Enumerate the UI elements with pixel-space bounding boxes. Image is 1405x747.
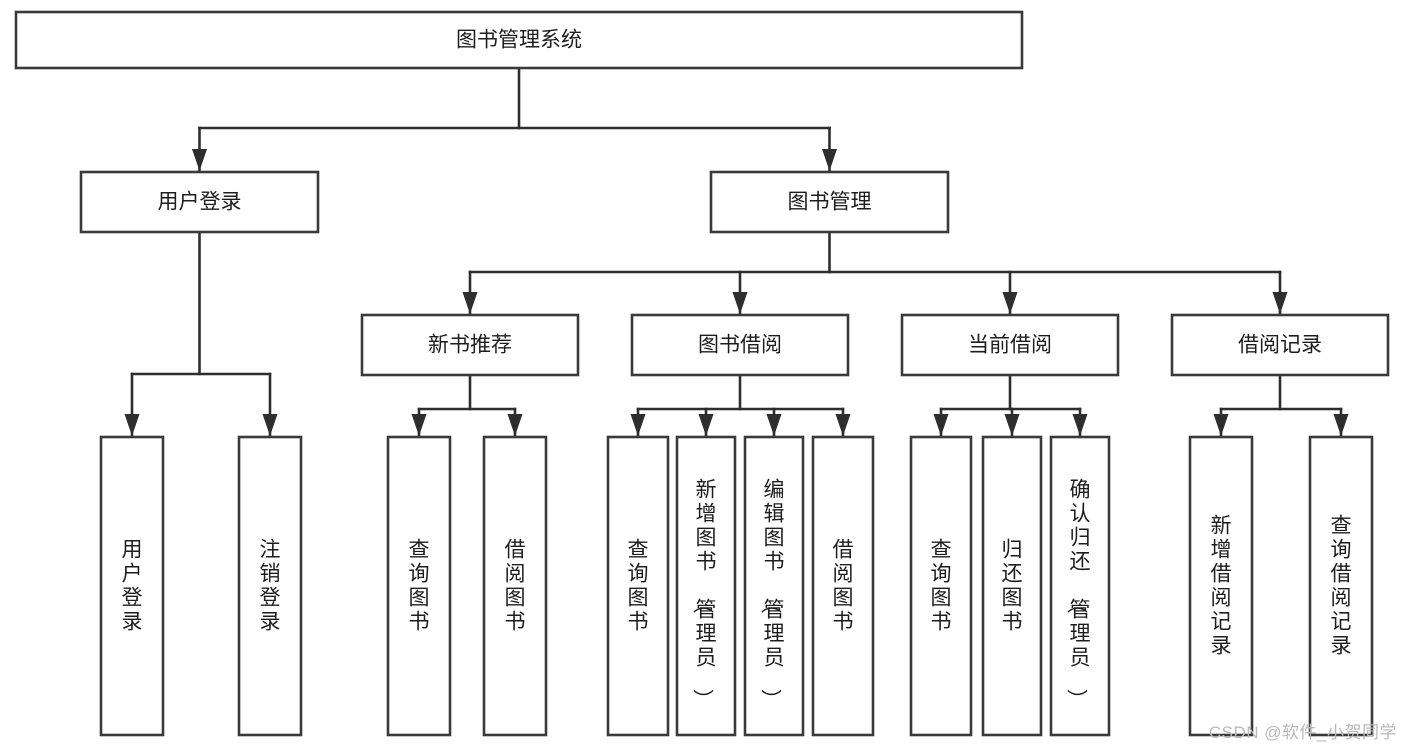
l3-新书推荐-to-leaves-arrow-1 [507,414,523,436]
mgmt-to-level3-arrow-3 [1272,292,1288,314]
l3-借阅记录-to-leaves-arrow-0 [1213,414,1229,436]
node-box [909,435,973,737]
l3-借阅记录-to-leaves-arrow-1 [1333,414,1349,436]
node-box [1049,435,1111,737]
node-label: 借阅图书 [833,539,854,634]
node-box [1308,435,1374,737]
node-box [99,435,165,737]
node-root-图书管理系统-0[interactable]: 图书管理系统 [14,10,1024,70]
node-leaf-查询借阅记录-12[interactable]: 查询借阅记录 [1308,435,1374,737]
node-label: 用户登录 [122,539,143,634]
node-leaf-编辑图书管理员-6[interactable]: 编辑图书（管理员） [743,435,805,737]
node-box [386,435,452,737]
node-label: 查询借阅记录 [1331,515,1352,658]
node-label: 用户登录 [158,191,242,214]
node-box [900,313,1120,377]
node-box [606,435,670,737]
node-box [709,170,950,234]
node-label: 新书推荐 [428,334,512,357]
node-label: 编辑图书（管理员） [759,479,785,710]
node-label: 借阅图书 [505,539,526,634]
l3-当前借阅-to-leaves-arrow-0 [933,414,949,436]
node-label: 借阅记录 [1238,334,1322,357]
node-label: 注销登录 [260,539,281,634]
node-box [360,313,580,377]
login-to-leaves-arrow-0 [124,414,140,436]
node-box [1170,313,1390,377]
node-box [79,170,320,234]
node-leaf-借阅图书-3[interactable]: 借阅图书 [482,435,548,737]
node-l2-图书管理-1[interactable]: 图书管理 [709,170,950,234]
node-box [14,10,1024,70]
node-label: 图书借阅 [698,334,782,357]
l3-当前借阅-to-leaves-arrow-1 [1004,414,1020,436]
node-label: 归还图书 [1002,539,1023,634]
l3-新书推荐-to-leaves-arrow-0 [411,414,427,436]
l3-图书借阅-to-leaves-arrow-0 [630,414,646,436]
csdn-watermark: CSDN @软件_小贺同学 [1208,723,1397,742]
node-box [743,435,805,737]
node-leaf-新增图书管理员-5[interactable]: 新增图书（管理员） [675,435,737,737]
mgmt-to-level3-arrow-1 [732,292,748,314]
root-to-level2-arrow-1 [822,149,837,171]
node-label: 图书管理 [788,191,872,214]
node-label: 确认归还（管理员） [1065,479,1091,710]
l3-图书借阅-to-leaves-arrow-3 [835,414,851,436]
node-leaf-用户登录-0[interactable]: 用户登录 [99,435,165,737]
mgmt-to-level3-arrow-0 [462,292,478,314]
node-leaf-查询图书-4[interactable]: 查询图书 [606,435,670,737]
l3-图书借阅-to-leaves-arrow-2 [766,414,782,436]
node-label: 当前借阅 [968,334,1052,357]
node-label: 查询图书 [409,539,430,634]
node-box [981,435,1043,737]
node-leaf-查询图书-2[interactable]: 查询图书 [386,435,452,737]
node-label: 新增图书（管理员） [691,479,717,710]
node-label: 查询图书 [931,539,952,634]
node-leaf-确认归还管理员-10[interactable]: 确认归还（管理员） [1049,435,1111,737]
node-l2-用户登录-0[interactable]: 用户登录 [79,170,320,234]
node-leaf-借阅图书-7[interactable]: 借阅图书 [811,435,875,737]
node-leaf-查询图书-8[interactable]: 查询图书 [909,435,973,737]
node-box [675,435,737,737]
node-l3-借阅记录-3[interactable]: 借阅记录 [1170,313,1390,377]
l3-当前借阅-to-leaves-arrow-2 [1072,414,1088,436]
node-box [237,435,303,737]
login-to-leaves-arrow-1 [262,414,278,436]
node-leaf-注销登录-1[interactable]: 注销登录 [237,435,303,737]
node-box [1188,435,1254,737]
node-box [482,435,548,737]
root-to-level2-arrow-0 [192,149,207,171]
node-l3-当前借阅-2[interactable]: 当前借阅 [900,313,1120,377]
node-label: 图书管理系统 [456,29,582,52]
node-leaf-归还图书-9[interactable]: 归还图书 [981,435,1043,737]
node-l3-图书借阅-1[interactable]: 图书借阅 [630,313,850,377]
node-box [630,313,850,377]
node-leaf-新增借阅记录-11[interactable]: 新增借阅记录 [1188,435,1254,737]
node-label: 查询图书 [628,539,649,634]
node-l3-新书推荐-0[interactable]: 新书推荐 [360,313,580,377]
connector-layer [124,66,1349,437]
node-box [811,435,875,737]
l3-图书借阅-to-leaves-arrow-1 [698,414,714,436]
mgmt-to-level3-arrow-2 [1002,292,1018,314]
node-label: 新增借阅记录 [1211,515,1232,658]
node-layer: 图书管理系统用户登录图书管理新书推荐图书借阅当前借阅借阅记录用户登录注销登录查询… [14,10,1390,737]
